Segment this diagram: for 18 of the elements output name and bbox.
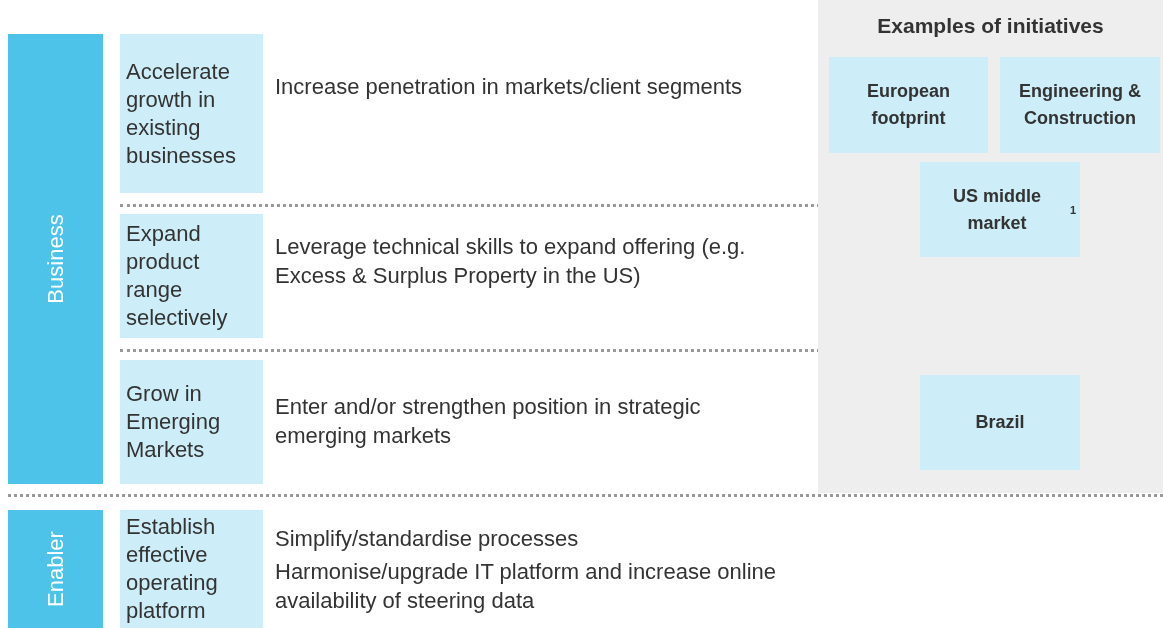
initiative-box: Engineering & Construction [1000,57,1160,153]
description-text: Enter and/or strengthen position in strategic emerging markets [275,393,702,450]
description-text: Leverage technical skills to expand offering (e.g. Excess & Surplus Property in the US) [275,233,747,290]
strategy-box: Accelerate growth in existing businesses [120,34,263,193]
initiatives-panel [818,0,1163,493]
band-label: Enabler [42,531,69,607]
band-label: Business [42,214,69,304]
description-text: Increase penetration in markets/client segments [275,73,744,101]
strategy-box: Establish effective operating platform [120,510,263,628]
description-text: Simplify/standardise processes [275,525,580,553]
strategy-box: Expand product range selectively [120,214,263,338]
initiative-box: European footprint [829,57,988,153]
category-band [8,34,103,484]
description-text: Harmonise/upgrade IT platform and increase online availability of steering data [275,558,777,615]
initiative-box: Brazil [920,375,1080,470]
category-band [8,510,103,628]
strategy-box: Grow in Emerging Markets [120,360,263,484]
panel-heading: Examples of initiatives [876,14,1105,38]
